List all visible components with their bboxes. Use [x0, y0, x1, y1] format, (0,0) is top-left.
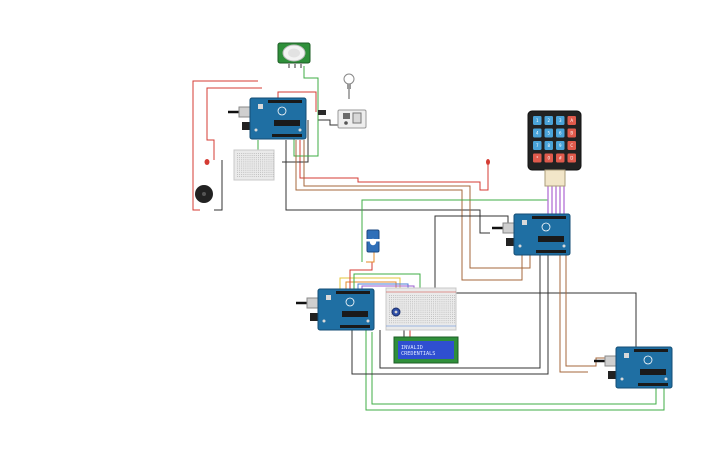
- keypad-key-label: D: [570, 156, 573, 161]
- keypad-key[interactable]: B: [567, 128, 577, 138]
- piezo-buzzer[interactable]: [195, 185, 213, 203]
- potentiometer[interactable]: [391, 307, 401, 317]
- wire-orange[interactable]: [366, 252, 375, 263]
- arduino-uno-board[interactable]: [594, 346, 673, 389]
- wire-black[interactable]: [318, 119, 338, 126]
- lcd-line-1: INVALID: [401, 345, 423, 351]
- keypad-key-label: 9: [559, 143, 562, 148]
- breadboard-small[interactable]: [233, 149, 275, 181]
- keypad-key[interactable]: 9: [556, 141, 565, 150]
- wire-red[interactable]: [277, 91, 317, 112]
- keypad-key[interactable]: *: [533, 153, 542, 163]
- keypad-key[interactable]: 0: [544, 153, 554, 163]
- keypad-key[interactable]: D: [567, 153, 577, 163]
- keypad-key-label: 6: [559, 131, 562, 136]
- resistor[interactable]: [318, 110, 326, 115]
- wire-black[interactable]: [214, 160, 223, 211]
- keypad-key[interactable]: 1: [533, 116, 542, 125]
- keypad-key[interactable]: 3: [556, 116, 565, 125]
- keypad-key-label: 5: [547, 131, 550, 136]
- keypad-key-label: 2: [547, 118, 550, 123]
- arduino-boards: [228, 97, 673, 389]
- arduino-uno-board[interactable]: [228, 97, 307, 140]
- keypad-key[interactable]: 7: [533, 141, 542, 150]
- keypad-key[interactable]: 2: [544, 116, 554, 125]
- keypad-4x4[interactable]: 1 2 3 A 4 5 6 B 7 8 9 C * 0 # D: [527, 110, 582, 187]
- wire-black[interactable]: [351, 255, 549, 375]
- keypad-key[interactable]: #: [556, 153, 565, 163]
- keypad-key[interactable]: 5: [544, 128, 554, 138]
- keypad-key[interactable]: 6: [556, 128, 565, 138]
- keypad-key-label: 7: [536, 143, 539, 148]
- wire-green[interactable]: [293, 66, 319, 157]
- wire-brown[interactable]: [559, 255, 588, 373]
- keypad-key-label: B: [570, 131, 573, 136]
- lcd-line-2: CREDENTIALS: [401, 351, 435, 357]
- wire-black[interactable]: [448, 292, 637, 350]
- arduino-uno-board[interactable]: [296, 288, 375, 331]
- led-red[interactable]: [204, 159, 210, 165]
- wire-red[interactable]: [349, 262, 373, 290]
- wire-keypad-ribbon[interactable]: [547, 186, 565, 218]
- wire-brown[interactable]: [303, 140, 531, 269]
- relay-module[interactable]: [337, 109, 367, 129]
- keypad-key-label: 3: [559, 118, 562, 123]
- light-bulb[interactable]: [343, 73, 355, 99]
- wire-red[interactable]: [299, 140, 489, 191]
- arduino-uno-board[interactable]: [492, 213, 571, 256]
- wire-green[interactable]: [353, 273, 421, 290]
- keypad-key[interactable]: 8: [544, 141, 554, 150]
- lcd-display[interactable]: INVALID CREDENTIALS: [393, 336, 459, 364]
- keypad-key[interactable]: C: [567, 141, 577, 150]
- keypad-key[interactable]: A: [567, 116, 577, 125]
- servo-motor[interactable]: [366, 229, 380, 253]
- keypad-key-label: 8: [547, 143, 550, 148]
- wire-black[interactable]: [379, 255, 541, 369]
- keypad-key-label: A: [570, 118, 573, 123]
- wire-green[interactable]: [365, 330, 665, 411]
- led-red[interactable]: [486, 159, 490, 165]
- wire-red[interactable]: [206, 87, 262, 160]
- keypad-key-label: C: [570, 143, 573, 148]
- keypad-key-label: *: [536, 156, 538, 161]
- wire-brown[interactable]: [565, 255, 612, 367]
- keypad-key[interactable]: 4: [533, 128, 542, 138]
- wire-green[interactable]: [371, 332, 657, 405]
- pir-sensor[interactable]: [277, 42, 311, 68]
- keypad-key-label: #: [559, 156, 563, 161]
- keypad-key-label: 0: [547, 156, 550, 161]
- wire-black[interactable]: [285, 140, 490, 234]
- wire-black[interactable]: [282, 120, 309, 163]
- keypad-key-label: 1: [536, 118, 539, 123]
- wire-red[interactable]: [192, 80, 258, 211]
- keypad-key-label: 4: [536, 131, 539, 136]
- wire-brown[interactable]: [295, 140, 523, 281]
